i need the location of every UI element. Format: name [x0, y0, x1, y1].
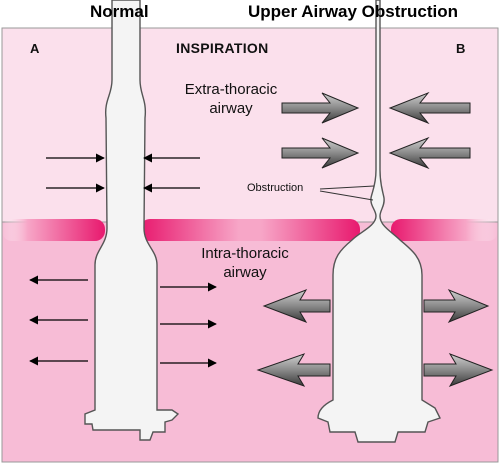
diaphragm-band-middle	[140, 219, 360, 241]
obstruction-pointer-2	[319, 190, 374, 201]
normal-title: Normal	[90, 2, 149, 21]
extra-thoracic-line-2: airway	[209, 100, 253, 117]
thick-inward-arrow-left-1	[281, 92, 360, 124]
normal-airway	[84, 0, 180, 441]
thick-inward-arrow-right-2	[388, 136, 471, 170]
intra-thoracic-line-2: airway	[223, 264, 267, 281]
intra-thoracic-line-1: Intra-thoracic	[201, 245, 289, 262]
extra-thoracic-zone	[1, 27, 499, 223]
intra-thoracic-label: Intra-thoracic airway	[190, 244, 300, 282]
thick-outward-arrow-right-1	[423, 288, 490, 324]
obstruction-title: Upper Airway Obstruction	[248, 2, 459, 21]
diaphragm-band-right	[391, 219, 498, 241]
diaphragm-band-left	[2, 219, 105, 241]
phase-label: INSPIRATION	[176, 40, 269, 56]
obstructed-airway	[317, 0, 441, 443]
obstruction-pointer-1	[319, 185, 375, 190]
panel-letter-b: B	[456, 41, 466, 56]
panel-letter-a: A	[30, 41, 40, 56]
thick-outward-arrow-left-1	[262, 289, 331, 323]
thick-outward-arrow-left-2	[256, 353, 331, 387]
extra-thoracic-label: Extra-thoracic airway	[176, 80, 286, 118]
thick-outward-arrow-right-2	[423, 353, 494, 387]
thick-inward-arrow-right-1	[388, 91, 471, 125]
obstruction-label: Obstruction	[247, 182, 304, 194]
extra-thoracic-line-1: Extra-thoracic	[184, 81, 278, 98]
thick-inward-arrow-left-2	[281, 137, 360, 169]
